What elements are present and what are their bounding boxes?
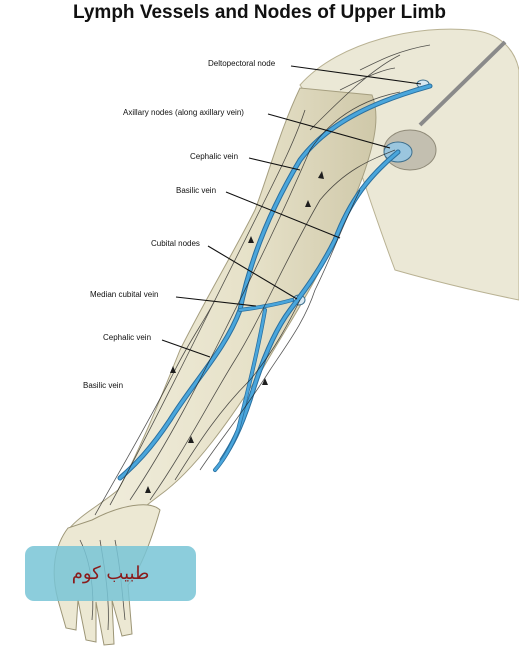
lymph-vessels — [79, 44, 431, 631]
arrow-marker — [145, 486, 151, 493]
label-basilic-vein-upper: Basilic vein — [176, 186, 216, 195]
arrow-marker — [305, 200, 311, 207]
label-cephalic-vein-upper: Cephalic vein — [190, 152, 238, 161]
label-median-cubital-vein: Median cubital vein — [90, 290, 158, 299]
arrow-marker — [262, 378, 268, 385]
watermark-text: طبيب كوم — [71, 563, 150, 584]
label-basilic-vein-lower: Basilic vein — [83, 381, 123, 390]
retractor-probe — [418, 40, 507, 127]
arrow-marker — [318, 171, 324, 179]
diagram-title: Lymph Vessels and Nodes of Upper Limb — [72, 2, 447, 23]
arrow-marker — [170, 366, 176, 373]
watermark-logo: طبيب كوم — [25, 546, 196, 601]
label-axillary-nodes: Axillary nodes (along axillary vein) — [123, 108, 244, 117]
arrow-marker — [248, 236, 254, 243]
arrow-marker — [188, 436, 194, 443]
leader-lines — [161, 65, 422, 358]
label-deltopectoral-node: Deltopectoral node — [208, 59, 276, 68]
label-cubital-nodes: Cubital nodes — [151, 239, 200, 248]
label-cephalic-vein-lower: Cephalic vein — [103, 333, 151, 342]
flow-arrows — [145, 171, 324, 493]
